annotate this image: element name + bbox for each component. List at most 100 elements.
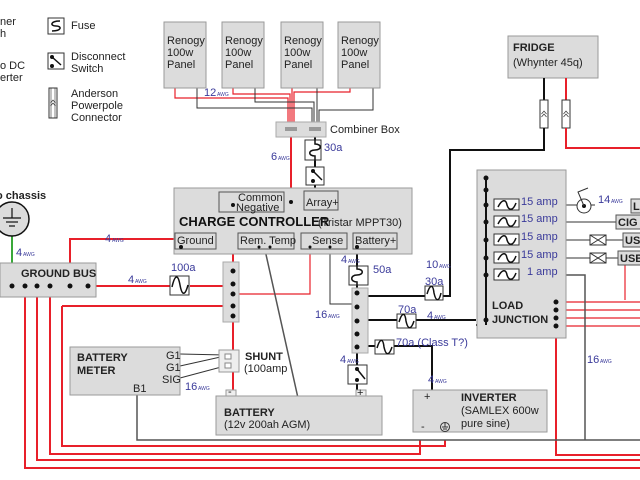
shunt-rating: (100amp (244, 363, 287, 375)
wire-label-14awg: 14 AWG (598, 194, 623, 206)
legend-anderson-label-3: Connector (71, 112, 122, 124)
fridge-model: (Whynter 45q) (513, 57, 583, 69)
legend-partial-1: ner (0, 16, 16, 28)
load-fuse-5-icon (493, 268, 520, 281)
svg-text:Rem. Temp: Rem. Temp (240, 235, 296, 247)
solar-panel-3: Renogy 100w Panel (280, 21, 324, 89)
load-usb-1: US (622, 232, 640, 248)
svg-text:AWG: AWG (135, 279, 147, 285)
svg-text:SIG: SIG (162, 374, 181, 386)
svg-text:Panel: Panel (225, 59, 253, 71)
svg-text:AWG: AWG (611, 199, 623, 205)
combiner-fuse-rating: 30a (324, 142, 343, 154)
terminal-array-plus: Array+ (303, 190, 339, 211)
shunt: SHUNT (100amp (218, 349, 287, 375)
load-fuse-1-icon (493, 198, 520, 211)
battery-title: BATTERY (224, 407, 275, 419)
terminal-rem-temp: Rem. Temp (237, 232, 296, 250)
load-fuse-4-icon (493, 251, 520, 264)
inverter-fuse-icon (374, 339, 395, 355)
svg-text:B1: B1 (133, 383, 146, 395)
wire-label-16awg-right: 16 AWG (587, 354, 612, 366)
wire-label-4awg-cc: 4 AWG (341, 254, 360, 266)
inverter: + - INVERTER (SAMLEX 600w pure sine) (412, 389, 548, 433)
svg-text:Negative: Negative (236, 202, 279, 214)
legend-anderson-label-2: Powerpole (71, 100, 123, 112)
fridge-fuse-rating: 30a (425, 276, 444, 288)
terminal-ground: Ground (174, 232, 217, 250)
wire-label-16awg-meter: 16 AWG (185, 381, 210, 393)
legend-disconnect-label-2: Switch (71, 63, 103, 75)
wire-label-10awg: 10 AWG (426, 259, 451, 271)
svg-text:AWG: AWG (23, 252, 35, 258)
svg-text:4: 4 (340, 354, 346, 366)
load-fuse-3-icon (493, 233, 520, 246)
load-fuse-4-rating: 15 amp (521, 249, 558, 261)
load-junction-title-2: JUNCTION (492, 314, 548, 326)
svg-text:16: 16 (185, 381, 197, 393)
fridge-title: FRIDGE (513, 42, 555, 54)
svg-text:4: 4 (128, 274, 134, 286)
svg-text:4: 4 (427, 310, 433, 322)
svg-text:16: 16 (587, 354, 599, 366)
load-junction-title-1: LOAD (492, 300, 523, 312)
main-fuse-rating: 100a (171, 262, 196, 274)
svg-text:100w: 100w (225, 47, 251, 59)
wire-label-4awg-inverter: 4 AWG (428, 374, 447, 386)
legend-anderson-icon (48, 87, 58, 119)
legend-disconnect-icon (47, 52, 65, 70)
ground-bus-label: GROUND BUS (21, 268, 96, 280)
cc-fuse-rating: 50a (373, 264, 392, 276)
inverter-pos-terminal: + (424, 391, 430, 403)
battery: - + BATTERY (12v 200ah AGM) (215, 386, 383, 436)
charge-controller: Common Negative Array+ CHARGE CONTROLLER… (173, 187, 413, 255)
svg-text:AWG: AWG (435, 379, 447, 385)
svg-text:L: L (633, 201, 640, 213)
svg-text:AWG: AWG (439, 264, 451, 270)
load-light: L (630, 198, 640, 214)
battery-disconnect-switch-icon[interactable] (347, 364, 368, 385)
cc-fuse-icon (348, 265, 369, 286)
fridge-anderson-connector-pos-icon (561, 99, 571, 129)
inverter-title: INVERTER (461, 392, 517, 404)
array-disconnect-switch-icon[interactable] (305, 166, 325, 186)
svg-text:AWG: AWG (328, 314, 340, 320)
wire-label-4awg-chassis: 4 AWG (16, 247, 35, 259)
load-fuse-3-rating: 15 amp (521, 231, 558, 243)
svg-text:US: US (625, 235, 640, 247)
combiner-fuse-icon (304, 139, 322, 161)
svg-text:Renogy: Renogy (225, 35, 263, 47)
wire-label-16awg-sense: 16 AWG (315, 309, 340, 321)
terminal-battery-plus: Battery+ (352, 232, 398, 250)
svg-text:Renogy: Renogy (167, 35, 205, 47)
solar-panel-4: Renogy 100w Panel (337, 21, 381, 89)
svg-text:4: 4 (105, 233, 111, 245)
terminal-common-negative: Common Negative (218, 191, 293, 214)
svg-text:Panel: Panel (284, 59, 312, 71)
main-fuse-icon (169, 275, 190, 296)
junction-fuse-rating: 70a (398, 304, 417, 316)
load-junction: 15 amp 15 amp 15 amp 15 amp 1 amp LOAD J… (476, 169, 567, 339)
positive-bus (351, 287, 369, 354)
svg-text:AWG: AWG (198, 386, 210, 392)
wire-label-4awg-disconnect: 4 AWG (340, 354, 359, 366)
usb-connector-2-icon (589, 252, 607, 264)
svg-text:Array+: Array+ (306, 197, 339, 209)
light-switch-icon[interactable] (576, 187, 592, 214)
fridge-fuse-icon (424, 285, 444, 301)
svg-text:Battery+: Battery+ (355, 235, 396, 247)
load-fuse-2-icon (493, 215, 520, 228)
junction-fuse-icon (396, 313, 417, 329)
wire-label-6awg: 6 AWG (271, 151, 290, 163)
svg-text:Ground: Ground (177, 235, 214, 247)
svg-text:Renogy: Renogy (284, 35, 322, 47)
inverter-spec-2: pure sine) (461, 418, 510, 430)
load-usb-2: USB (617, 250, 640, 266)
legend-partial-2: h (0, 28, 6, 40)
load-fuse-5-rating: 1 amp (527, 266, 558, 278)
svg-text:AWG: AWG (348, 259, 360, 265)
svg-text:G1: G1 (166, 350, 181, 362)
solar-panels: Renogy 100w Panel Renogy 100w Panel Reno… (163, 21, 381, 99)
svg-text:Renogy: Renogy (341, 35, 379, 47)
wire-label-4awg-bus: 4 AWG (128, 274, 147, 286)
